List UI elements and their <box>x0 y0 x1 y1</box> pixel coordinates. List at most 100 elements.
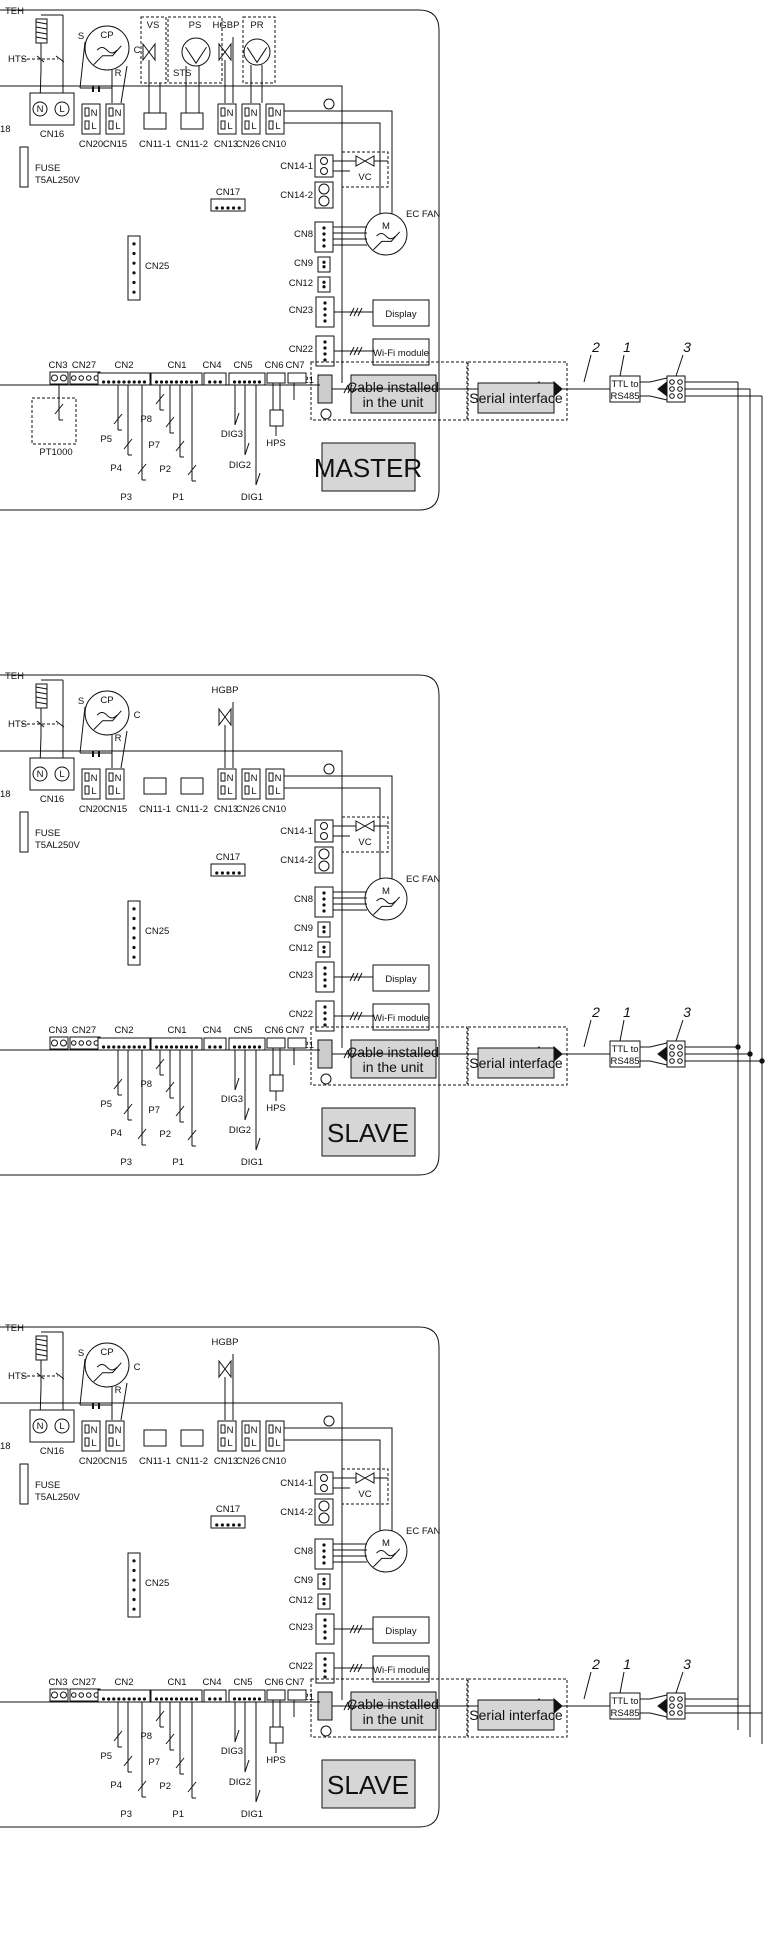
connector-3-pin <box>669 1696 675 1702</box>
terminal-n-label: N <box>251 773 258 784</box>
cn11-1-label: CN11-1 <box>139 1456 171 1467</box>
pin <box>268 120 274 130</box>
connector-3-plug <box>657 1045 668 1063</box>
probe-slash <box>187 1129 197 1141</box>
pin <box>323 1663 327 1667</box>
terminal-l-label: L <box>251 1438 256 1449</box>
switch-blade <box>244 442 250 456</box>
pin <box>220 107 226 117</box>
hts-label: HTS <box>8 54 27 65</box>
probe-label-P8: P8 <box>140 414 152 425</box>
wifi-label: Wi-Fi module <box>373 1665 429 1676</box>
callout-1: 1 <box>623 1004 631 1020</box>
probe-label-P4: P4 <box>110 1128 122 1139</box>
pin <box>132 290 136 294</box>
probe-label-P7: P7 <box>148 1105 160 1116</box>
hgbp-label: HGBP <box>212 685 239 696</box>
callout-3: 3 <box>683 339 691 355</box>
pin <box>323 984 327 988</box>
connector-3-plug <box>657 1697 668 1715</box>
cn17-label: CN17 <box>216 852 240 863</box>
pin <box>232 1045 237 1049</box>
heater-coil <box>35 1343 48 1347</box>
pin <box>244 785 250 795</box>
vc-valve-icon <box>355 155 375 167</box>
connector-3-pin <box>677 386 683 392</box>
pin <box>108 1437 114 1447</box>
callout-leader <box>675 354 684 377</box>
pin <box>101 1697 106 1701</box>
vc-dashed-box <box>341 816 389 853</box>
pin <box>213 380 217 384</box>
callout-3: 3 <box>683 1004 691 1020</box>
serial-interface-box <box>477 1047 555 1079</box>
ttl-rs485-box <box>609 1692 641 1720</box>
probe-label-P3: P3 <box>120 1809 132 1820</box>
terminal-block <box>180 777 204 795</box>
serial-interface-dashed-box <box>467 1026 568 1086</box>
pin <box>322 260 326 264</box>
cn23-label: CN23 <box>289 305 313 316</box>
pin <box>137 1045 141 1049</box>
pin <box>323 1023 327 1027</box>
terminal-l-label: L <box>251 786 256 797</box>
terminal-n-label: N <box>115 773 122 784</box>
hts-contact <box>36 720 45 728</box>
probe-label-P5: P5 <box>100 1751 112 1762</box>
heater-coil <box>35 1338 48 1342</box>
teh-label: TEH <box>5 6 24 17</box>
cn17-connector <box>210 863 246 877</box>
pin <box>320 167 328 175</box>
connector-3-pin <box>669 393 675 399</box>
pin <box>132 242 136 246</box>
pin <box>322 909 326 913</box>
cn25-connector <box>127 235 141 301</box>
pin <box>232 871 236 875</box>
dig1-label: DIG1 <box>241 1157 263 1168</box>
connector-3-pin <box>669 386 675 392</box>
pin <box>252 1045 257 1049</box>
wifi-module-box <box>372 1655 430 1683</box>
fan-wire <box>284 1427 393 1534</box>
hps-switch-icon <box>269 409 284 427</box>
pin <box>323 1618 327 1622</box>
cp-s-label: S <box>78 31 84 42</box>
cable-mark <box>349 346 363 356</box>
terminal-block <box>180 1429 204 1447</box>
display-label: Display <box>385 974 416 985</box>
vs-label: VS <box>147 20 160 31</box>
motor-wave <box>376 897 396 905</box>
probe-label-P4: P4 <box>110 463 122 474</box>
terminal-l-label: L <box>91 121 96 132</box>
cable-installed-box <box>350 1691 437 1731</box>
ec-fan-label: EC FAN <box>406 209 440 220</box>
pin <box>84 772 90 782</box>
pin <box>218 1045 222 1049</box>
cable-mark <box>343 1049 357 1059</box>
cn5-label: CN5 <box>233 360 252 371</box>
ec-fan-motor <box>364 212 408 256</box>
probe-label-P3: P3 <box>120 1157 132 1168</box>
mounting-hole <box>320 1073 332 1085</box>
pin <box>184 1697 189 1701</box>
connector-3-pin <box>669 1058 675 1064</box>
cn7-label: CN7 <box>285 1025 304 1036</box>
hgbp-valve-icon <box>218 1359 232 1379</box>
cable-mark <box>349 1011 363 1021</box>
pin <box>132 280 136 285</box>
cn6-connector <box>266 372 286 384</box>
terminal-screw <box>60 374 67 382</box>
hts-label: HTS <box>8 719 27 730</box>
role-label: MASTER <box>314 453 422 483</box>
terminal-l-label: L <box>227 121 232 132</box>
hts-contact <box>36 55 45 63</box>
dig3-label: DIG3 <box>221 1746 243 1757</box>
cn1-connector <box>150 1037 203 1051</box>
probe-slash <box>137 1128 147 1140</box>
motor-wave <box>96 711 118 719</box>
pin <box>132 1588 136 1592</box>
pin <box>257 1697 262 1701</box>
connector-3-pin <box>677 1703 683 1709</box>
cn25-label: CN25 <box>145 261 169 272</box>
